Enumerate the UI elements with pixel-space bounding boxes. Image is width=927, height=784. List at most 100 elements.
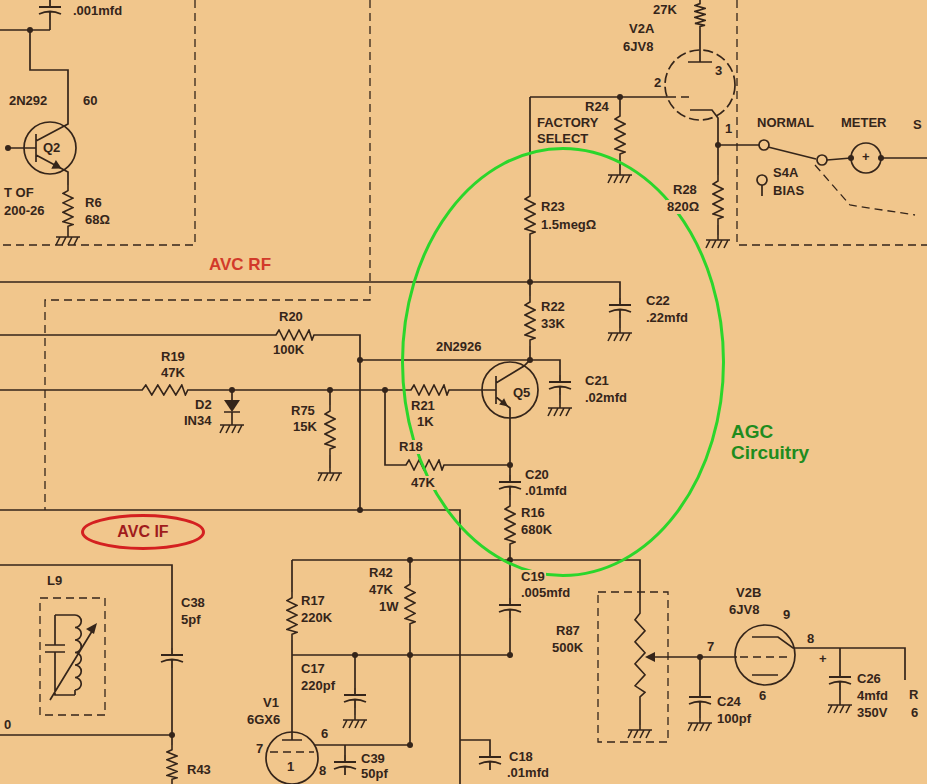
capacitor-symbol xyxy=(161,648,183,668)
resistor-symbol xyxy=(695,0,705,30)
capacitor-symbol xyxy=(829,670,851,690)
callout-text: AVC IF xyxy=(117,523,168,541)
component-label: V2B xyxy=(735,586,762,600)
junction-dot xyxy=(357,357,363,363)
ground-symbol xyxy=(56,232,80,245)
component-label: .02mfd xyxy=(584,391,628,405)
resistor-symbol xyxy=(135,385,195,395)
tube-symbol xyxy=(266,732,318,784)
component-label: 1.5megΩ xyxy=(540,218,597,232)
component-label: 15K xyxy=(292,420,318,434)
component-label: 7 xyxy=(706,640,715,654)
junction-dot xyxy=(5,145,11,151)
junction-dot xyxy=(507,652,513,658)
component-label: 100K xyxy=(272,343,305,357)
region-heading: AGC Circuitry xyxy=(731,422,831,464)
component-label: C19 xyxy=(520,570,546,584)
component-label: C26 xyxy=(856,672,882,686)
wiper-arrow xyxy=(645,652,655,662)
ground-symbol xyxy=(548,403,572,416)
resistor-symbol xyxy=(325,405,335,455)
component-label: 6 xyxy=(758,689,767,703)
shield-outline xyxy=(0,0,927,752)
component-label: .22mfd xyxy=(645,311,689,325)
component-label: 33K xyxy=(540,317,566,331)
component-label: 68Ω xyxy=(84,213,111,227)
component-label: BIAS xyxy=(772,184,805,198)
component-label: V1 xyxy=(262,696,280,710)
capacitor-symbol xyxy=(334,755,356,775)
component-label: 200-26 xyxy=(3,204,45,218)
component-label: 27K xyxy=(652,3,678,17)
junction-dot xyxy=(878,155,884,161)
component-label: C38 xyxy=(180,596,206,610)
diode-symbol xyxy=(224,400,240,412)
component-label: R21 xyxy=(410,399,436,413)
ground-symbol xyxy=(608,328,632,341)
component-label: 8 xyxy=(318,764,327,778)
capacitor-symbol xyxy=(479,750,501,770)
component-label: 6 xyxy=(910,706,919,720)
junction-dot xyxy=(352,652,358,658)
component-label: FACTORY xyxy=(536,116,599,130)
junction-dot xyxy=(407,742,413,748)
capacitor-symbol xyxy=(689,690,711,710)
component-label: 8 xyxy=(806,632,815,646)
resistor-symbol xyxy=(405,578,415,630)
component-label: C39 xyxy=(360,752,386,766)
arrowheads xyxy=(51,160,655,662)
capacitor-symbol xyxy=(344,688,366,708)
component-label: 3 xyxy=(714,64,723,78)
resistor-symbol xyxy=(287,592,297,640)
junction-dot xyxy=(617,94,623,100)
junction-dot xyxy=(327,387,333,393)
resistor-symbol xyxy=(525,190,535,240)
component-label: C18 xyxy=(508,750,534,764)
component-label: V2A xyxy=(628,22,655,36)
capacitor-symbol xyxy=(609,298,631,318)
junction-dot xyxy=(507,462,513,468)
component-label: 2 xyxy=(653,76,662,90)
junction-dots xyxy=(5,27,884,748)
component-label: 1K xyxy=(416,415,435,429)
component-label: 47K xyxy=(160,366,186,380)
component-label: D2 xyxy=(194,398,213,412)
component-label: Q2 xyxy=(42,141,61,155)
component-label: .005mfd xyxy=(520,586,571,600)
component-label: 220K xyxy=(300,611,333,625)
component-label: 6GX6 xyxy=(246,713,281,727)
junction-dot xyxy=(527,357,533,363)
resistor-symbol xyxy=(713,175,723,225)
capacitor-symbol xyxy=(39,0,61,20)
component-label: R xyxy=(908,688,919,702)
component-label: 2N2926 xyxy=(435,340,483,354)
component-label: T OF xyxy=(3,186,35,200)
switch-contact xyxy=(817,155,827,165)
ground-symbol xyxy=(608,170,632,183)
component-label: Q5 xyxy=(512,386,531,400)
component-label: 820Ω xyxy=(666,200,700,214)
ellipse-outline xyxy=(83,516,204,549)
junction-dot xyxy=(407,652,413,658)
component-label: 4mfd xyxy=(856,689,889,703)
meter-symbol xyxy=(851,143,881,173)
capacitor-symbol xyxy=(549,375,571,395)
component-label: 6JV8 xyxy=(728,603,760,617)
component-label: 7 xyxy=(255,742,264,756)
signal-label: AVC RF xyxy=(208,256,272,275)
component-label: + xyxy=(861,150,871,164)
potentiometer-symbol xyxy=(635,600,645,710)
component-label: .01mfd xyxy=(506,766,550,780)
component-label: R16 xyxy=(520,506,546,520)
resistor-symbol xyxy=(505,500,515,550)
component-label: S xyxy=(912,118,923,132)
ground-symbol xyxy=(343,715,367,728)
junction-dot xyxy=(382,387,388,393)
component-label: 1 xyxy=(286,760,295,774)
signal-callout: AVC IF xyxy=(81,514,205,550)
emitter-arrow xyxy=(499,398,508,406)
tube-symbol xyxy=(665,50,735,120)
component-label: .001mfd xyxy=(72,4,123,18)
junction-dot xyxy=(169,732,175,738)
component-label: .01mfd xyxy=(524,484,568,498)
